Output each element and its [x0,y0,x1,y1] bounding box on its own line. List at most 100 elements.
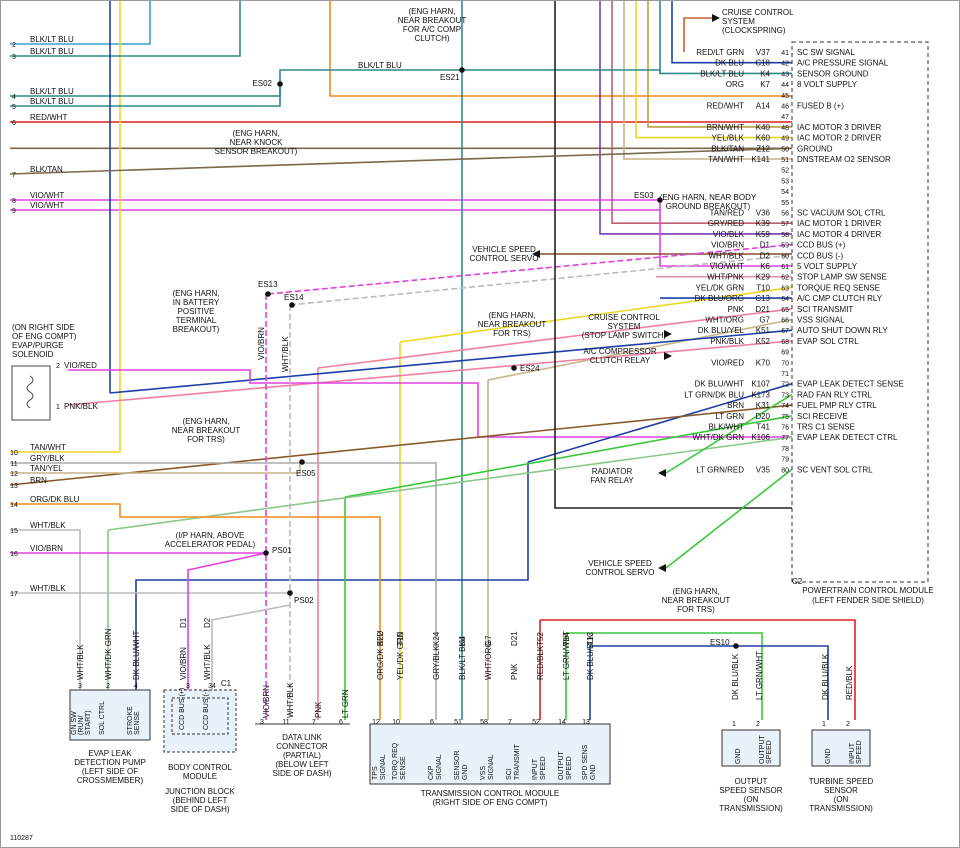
pcm-circuit: K60 [756,134,771,143]
wire-iac1 [611,0,792,224]
splice-label: ES03 [634,191,654,200]
pin-number: 3 [78,683,82,690]
pcm-circuit: K173 [751,390,770,399]
junction-block-box [163,689,237,753]
junction-block-title: SIDE OF DASH) [170,805,229,814]
pcm-pin-function: DNSTREAM O2 SENSOR [797,155,891,164]
arrow-icon [658,564,666,572]
pcm-circuit: D1 [760,241,771,250]
wire-label: WHT/BLK [203,644,212,680]
pcm-pin-number: 56 [781,211,789,218]
wire-label: LT GRN/WHT [755,651,764,700]
note-es10: FOR TRS) [677,605,715,614]
evap-pump-title: (LEFT SIDE OF [82,767,138,776]
pin-number: 2 [846,721,850,728]
note-es02: NEAR KNOCK [230,138,284,147]
splice-label: ES24 [520,364,540,373]
pcm-circuit: K107 [751,380,770,389]
oss-box [721,729,781,767]
pcm-wire-color: YEL/DK GRN [696,283,745,292]
wire-label: RED/BLK [845,665,854,700]
wires-layer [9,0,856,720]
splice-es03 [657,197,663,203]
splice-label: ES21 [440,73,460,82]
pin-function: INPUT [532,758,539,780]
pcm-pin-number: 45 [781,93,789,100]
pin-number: 10 [392,719,400,726]
pin-function: TORQ REQ [392,742,399,780]
left-wire-number: 16 [10,551,18,558]
pcm-box [791,41,929,583]
tss-box [811,729,871,767]
pcm-wire-color: VIO/RED [711,358,744,367]
pcm-pin-number: 79 [781,457,789,464]
pcm-pin-number: 52 [781,168,789,175]
junction-block-title: (BEHIND LEFT [173,796,228,805]
pcm-wire-color: PNK/BLK [710,337,744,346]
pcm-pin-number: 58 [781,232,789,239]
wire-label: VIO/RED [64,361,97,370]
pin-function: SPEED [766,740,773,764]
evap-pump-box [69,689,151,741]
wire-evap-sol [67,340,793,406]
pin-function: SENSE [134,711,141,735]
wire-iac4 [599,0,792,235]
wire-iac2 [635,0,792,139]
wire-rad-fan [665,393,793,474]
pin-number: 3 [260,719,264,726]
splice-es05 [299,459,305,465]
wire-o2 [623,0,792,160]
dlc-title: CONNECTOR [276,742,328,751]
pin-function: (RUN/ [78,716,85,735]
wire-bcm-minus [211,604,291,690]
pin-function: SPEED [540,756,547,780]
wire-ccd-minus [289,254,793,306]
circuit-label: K4 [458,636,467,646]
pcm-circuit: K29 [756,273,771,282]
circuit-label: K24 [432,631,441,646]
label-cruise-stop: CRUISE CONTROL [588,313,660,322]
pin-function: SIGNAL [436,754,443,780]
circuit-label: D2 [203,617,212,628]
pcm-title: POWERTRAIN CONTROL MODULE [802,586,934,595]
wire-label: DK BLU/WHT [132,631,141,680]
pcm-pin-function: IAC MOTOR 1 DRIVER [797,219,882,228]
wire-asd [109,329,793,394]
left-wire-label: BLK/TAN [30,165,63,174]
label-cruise-stop: (STOP LAMP SWITCH) [582,331,667,340]
wire-label: DK BLU/BLK [586,633,595,680]
dlc-title: SIDE OF DASH) [272,769,331,778]
pcm-wire-color: VIO/BLK [713,230,745,239]
pcm-wire-color: WHT/BLK [708,251,744,260]
wire-wht-blk-15 [10,529,81,690]
tss-title: TURBINE SPEED [809,777,874,786]
dlc-title: (PARTIAL) [283,751,321,760]
pcm-circuit: D2 [760,251,771,260]
pcm-circuit: K59 [756,230,771,239]
pin-function: SIGNAL [488,754,495,780]
pcm-circuit: K7 [760,80,770,89]
pcm-wire-color: DK BLU [715,59,744,68]
splice-label: ES05 [296,469,316,478]
splice-label: ES13 [258,280,278,289]
note-es13: TERMINAL [176,316,217,325]
wire-label: WHT/BLK [281,336,290,372]
pin-function: SOL CTRL [99,701,106,735]
arrow-icon [658,469,666,477]
pcm-wire-color: PNK [728,305,745,314]
left-wire-label: RED/WHT [30,113,67,122]
wire-torque-req [399,286,793,343]
pcm-pin-function: RAD FAN RLY CTRL [797,390,872,399]
pcm-pin-number: 60 [781,253,789,260]
solenoid-box [11,365,51,421]
pcm-pin-number: 62 [781,275,789,282]
pin-function: SPD SENS [582,744,589,780]
note-ps01: (I/P HARN, ABOVE [176,531,245,540]
wire-label: BLK/LT BLU [458,636,467,680]
pcm-pin-number: 80 [781,467,789,474]
wire-blk-lt-blu-3 [10,0,241,57]
circuit-label: D21 [510,631,519,646]
note-es13: (ENG HARN, [172,289,219,298]
pcm-wire-color: YEL/BLK [712,134,745,143]
